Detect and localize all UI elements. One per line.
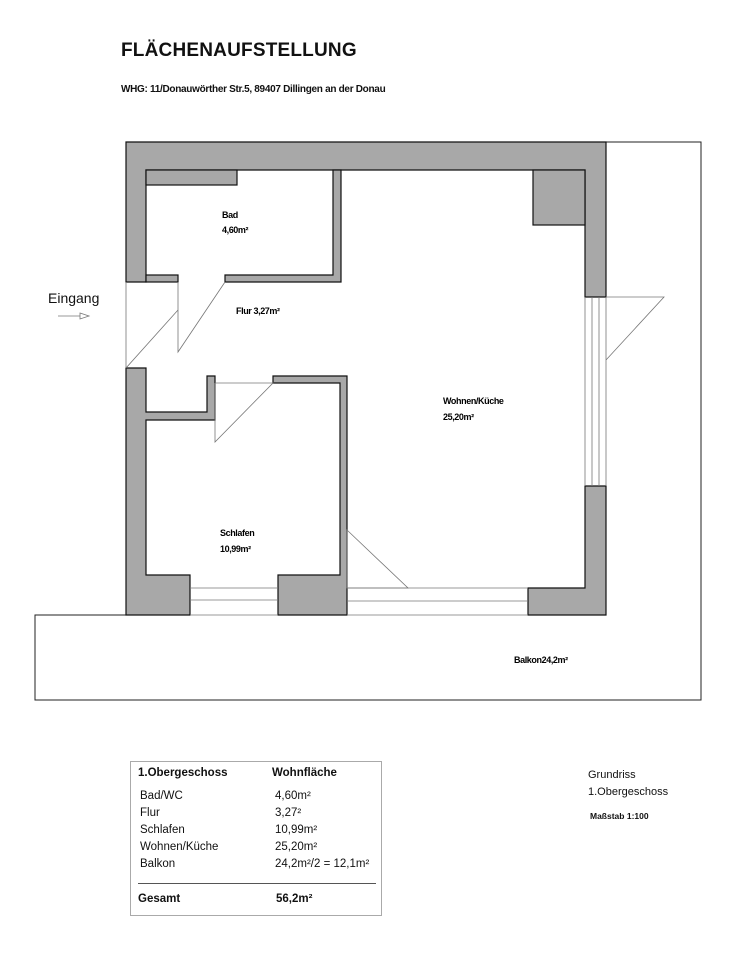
address: WHG: 11/Donauwörther Str.5, 89407 Dillin… [121, 84, 386, 95]
row-value: 4,60m² [275, 790, 311, 802]
plan-caption: Grundriss 1.Obergeschoss [588, 767, 668, 801]
divider [138, 883, 376, 884]
table-header-floor: 1.Obergeschoss [138, 767, 228, 779]
walls [125, 141, 607, 616]
row-label: Schlafen [140, 824, 185, 836]
entrance-door-swing [125, 309, 179, 369]
room-schlafen-area: 10,99m² [220, 544, 251, 554]
side-window [584, 296, 665, 486]
outer-wall-right-lower [527, 485, 607, 616]
caption-line2: 1.Obergeschoss [588, 786, 669, 798]
total-value: 56,2m² [276, 893, 313, 905]
bath-wall-left [145, 274, 179, 283]
balcony-outline [34, 141, 702, 701]
row-label: Wohnen/Küche [140, 841, 219, 853]
room-bad-name: Bad [222, 210, 238, 220]
room-schlafen-name: Schlafen [220, 528, 254, 538]
bedroom-wall [272, 375, 348, 616]
scale-label: Maßstab 1:100 [590, 811, 649, 821]
room-bad-area: 4,60m² [222, 225, 249, 235]
bedroom-door-swing [214, 382, 274, 443]
bath-top-block [145, 169, 238, 186]
entrance-label: Eingang [48, 290, 100, 306]
area-table: 1.Obergeschoss Wohnfläche Bad/WC 4,60m² … [130, 761, 382, 916]
corner-block [532, 169, 586, 226]
bottom-window [190, 587, 528, 616]
room-flur: Flur 3,27m² [236, 306, 280, 316]
page-title: FLÄCHENAUFSTELLUNG [121, 40, 357, 61]
total-label: Gesamt [138, 893, 181, 905]
row-value: 25,20m² [275, 841, 318, 853]
row-value: 10,99m² [275, 824, 318, 836]
room-balkon: Balkon24,2m² [514, 655, 568, 665]
room-wohnen-name: Wohnen/Küche [443, 396, 504, 406]
table-header-area: Wohnfläche [272, 767, 337, 779]
caption-line1: Grundriss [588, 769, 636, 781]
row-label: Bad/WC [140, 790, 183, 802]
room-wohnen-area: 25,20m² [443, 412, 474, 422]
row-label: Flur [140, 807, 160, 819]
row-value: 24,2m²/2 = 12,1m² [275, 858, 370, 870]
row-label: Balkon [140, 858, 176, 870]
balcony-door-swing [346, 529, 410, 589]
row-value: 3,27² [275, 807, 302, 819]
outer-wall-left-lower [125, 367, 216, 616]
bath-door-swing [177, 281, 226, 354]
